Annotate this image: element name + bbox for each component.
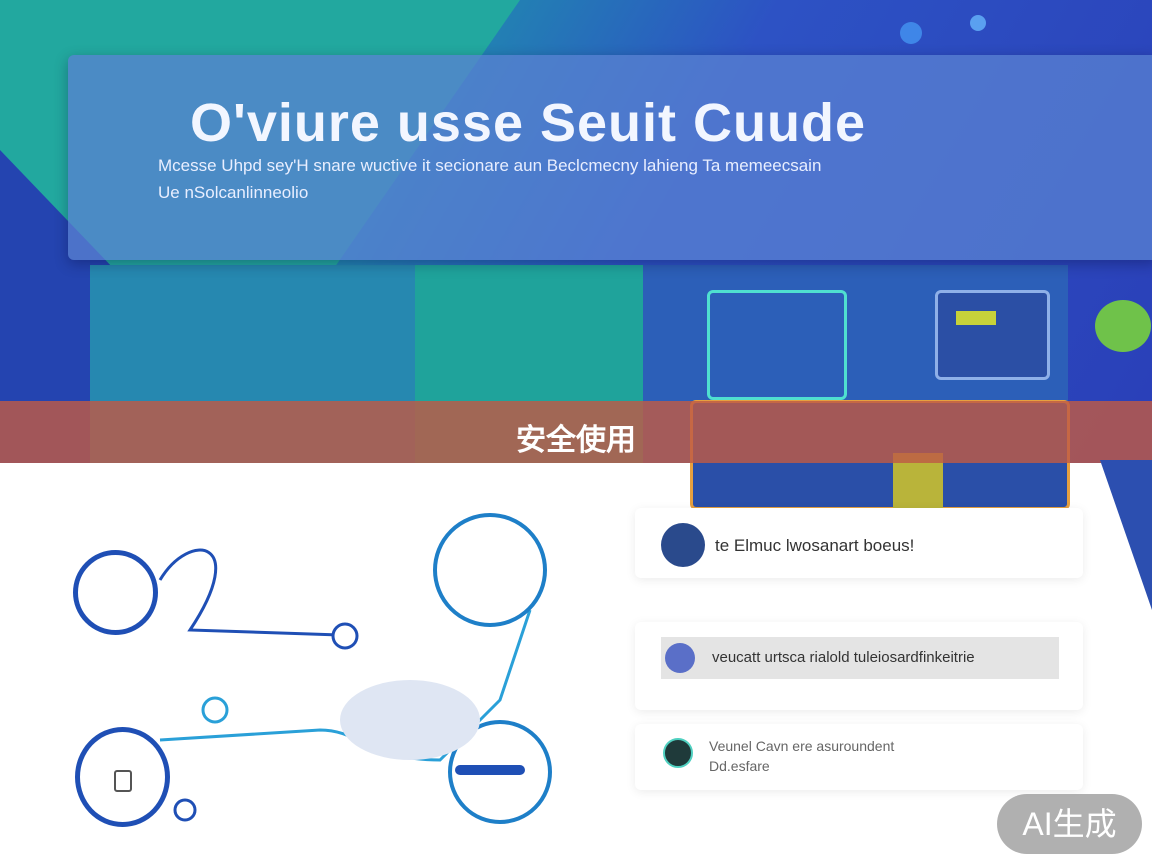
lock-card-icon xyxy=(935,290,1050,380)
document-node xyxy=(433,513,547,627)
card-text: Dd.esfare xyxy=(709,758,770,774)
card-text: veucatt urtsca rialold tuleiosardfinkeit… xyxy=(712,649,975,666)
background-shape xyxy=(1100,460,1152,610)
hero-banner xyxy=(68,55,1152,260)
rocket-icon xyxy=(665,643,695,673)
leaf-icon xyxy=(663,738,693,768)
card-text: Veunel Cavn ere asuroundent xyxy=(709,738,895,754)
hero-subtitle: Ue nSolcanlinneolio xyxy=(158,183,309,202)
hero-title: O'viure usse Seuit Cuude xyxy=(190,93,867,153)
pen-icon xyxy=(455,765,525,775)
security-network-diagram xyxy=(158,513,552,824)
info-card[interactable]: Veunel Cavn ere asuroundent Dd.esfare xyxy=(635,724,1083,790)
key-icon xyxy=(1095,300,1151,352)
ai-generated-badge: AI生成 xyxy=(997,794,1142,854)
node-circle xyxy=(331,622,359,650)
user-node-icon xyxy=(73,550,158,635)
lock-node-icon xyxy=(75,727,170,827)
info-card[interactable]: te Elmuc lwosanart boeus! xyxy=(635,508,1083,578)
connector-line xyxy=(158,548,341,637)
info-card[interactable]: veucatt urtsca rialold tuleiosardfinkeit… xyxy=(635,622,1083,710)
envelope-lock-icon xyxy=(707,290,847,400)
hero-subtitle: Mcesse Uhpd sey'H snare wuctive it secio… xyxy=(158,156,822,175)
title-ribbon: 安全使用 xyxy=(0,401,1152,463)
map-shape xyxy=(340,680,480,760)
shield-icon xyxy=(661,523,705,567)
ribbon-label: 安全使用 xyxy=(516,424,636,457)
card-text: te Elmuc lwosanart boeus! xyxy=(715,536,915,555)
dot xyxy=(900,22,922,44)
dot xyxy=(970,15,986,31)
